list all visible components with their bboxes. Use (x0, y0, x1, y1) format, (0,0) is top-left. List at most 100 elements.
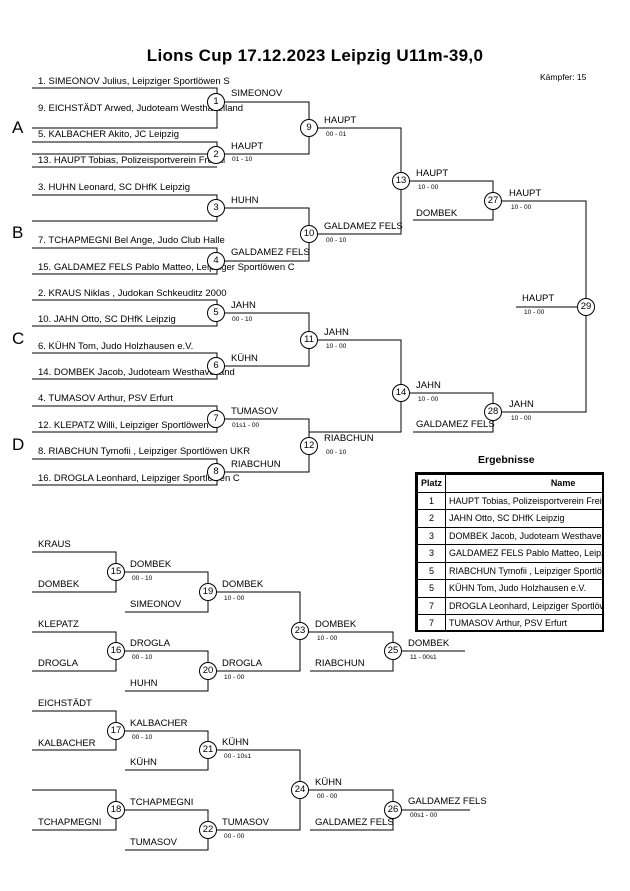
score-m19: 10 - 00 (224, 595, 245, 602)
entry: 1. SIMEONOV Julius, Leipziger Sportlöwen… (38, 76, 230, 87)
winner-m3: HUHN (231, 195, 259, 206)
match-number: 13 (392, 172, 410, 190)
winner-m29: HAUPT (522, 293, 555, 304)
name-cell: JAHN Otto, SC DHfK Leipzig (445, 509, 602, 528)
winner-m7: TUMASOV (231, 406, 278, 417)
match-number: 22 (199, 821, 217, 839)
entry: 16. DROGLA Leonhard, Leipziger Sportlöwe… (38, 473, 240, 484)
rep-entry: KRAUS (38, 539, 71, 550)
winner-m19: DOMBEK (222, 579, 264, 590)
name-cell: DOMBEK Jacob, Judoteam Westhavelland (445, 526, 602, 545)
column-header: Platz (417, 474, 447, 493)
score-m11: 10 - 00 (326, 343, 347, 350)
match-number: 7 (207, 410, 225, 428)
match-number: 25 (384, 642, 402, 660)
name-cell: RIABCHUN Tymofii , Leipziger Sportlöwen … (445, 561, 602, 580)
match-number: 16 (107, 642, 125, 660)
rep-entry: TUMASOV (130, 837, 177, 848)
entry: 2. KRAUS Niklas , Judokan Schkeuditz 200… (38, 288, 227, 299)
pool-label-d: D (12, 435, 25, 454)
column-header: Name (445, 474, 602, 493)
rep-entry: TCHAPMEGNI (38, 817, 102, 828)
score-m15: 00 - 10 (132, 575, 153, 582)
results-title: Ergebnisse (478, 454, 535, 466)
winner-m4: GALDAMEZ FELS (231, 247, 310, 258)
match-number: 27 (484, 192, 502, 210)
rep-entry: KALBACHER (38, 738, 96, 749)
winner-m6: KÜHN (231, 353, 258, 364)
winner-m5: JAHN (231, 300, 256, 311)
winner-m18: TCHAPMEGNI (130, 797, 194, 808)
rep-entry: SIMEONOV (130, 599, 182, 610)
entry: 5. KALBACHER Akito, JC Leipzig (38, 129, 179, 140)
entry: 12. KLEPATZ Willi, Leipziger Sportlöwen … (38, 420, 218, 431)
match-number: 26 (384, 801, 402, 819)
match-number: 1 (207, 93, 225, 111)
name-cell: KÜHN Tom, Judo Holzhausen e.V. (445, 579, 602, 598)
rep-entry: DROGLA (38, 658, 79, 669)
winner-m25: DOMBEK (408, 638, 450, 649)
place-cell: 1 (417, 491, 447, 510)
winner-m11: JAHN (324, 327, 349, 338)
score-m20: 10 - 00 (224, 674, 245, 681)
entry: 9. EICHSTÄDT Arwed, Judoteam Westhavella… (38, 103, 244, 114)
loser-m14: GALDAMEZ FELS (416, 419, 495, 430)
pool-label-a: A (12, 118, 24, 137)
winner-m1: SIMEONOV (231, 88, 283, 99)
match-number: 3 (207, 199, 225, 217)
rep-entry: EICHSTÄDT (38, 698, 92, 709)
score-m16: 00 - 10 (132, 654, 153, 661)
entry: 6. KÜHN Tom, Judo Holzhausen e.V. (38, 341, 194, 352)
score-m5: 00 - 10 (232, 316, 253, 323)
entry: 7. TCHAPMEGNI Bel Ange, Judo Club Halle (38, 235, 225, 246)
rep-entry: RIABCHUN (315, 658, 365, 669)
match-number: 20 (199, 662, 217, 680)
winner-m9: HAUPT (324, 115, 357, 126)
score-m17: 00 - 10 (132, 734, 153, 741)
place-cell: 3 (417, 526, 447, 545)
match-number: 5 (207, 304, 225, 322)
table-header-row: Platz Name (417, 474, 602, 493)
winner-m24: KÜHN (315, 777, 342, 788)
score-m9: 00 - 01 (326, 131, 347, 138)
place-cell: 5 (417, 579, 447, 598)
score-m21: 00 - 10s1 (224, 753, 252, 760)
match-number: 12 (300, 437, 318, 455)
winner-m13: HAUPT (416, 168, 449, 179)
rep-entry: HUHN (130, 678, 158, 689)
score-m24: 00 - 00 (317, 793, 338, 800)
place-cell: 7 (417, 596, 447, 615)
entry: 10. JAHN Otto, SC DHfK Leipzig (38, 314, 176, 325)
score-m28: 10 - 00 (511, 415, 532, 422)
rep-entry: GALDAMEZ FELS (315, 817, 394, 828)
winner-m26: GALDAMEZ FELS (408, 796, 487, 807)
winner-m28: JAHN (509, 399, 534, 410)
score-m12: 00 - 10 (326, 449, 347, 456)
match-number: 21 (199, 741, 217, 759)
match-number: 9 (300, 119, 318, 137)
winner-m22: TUMASOV (222, 817, 269, 828)
winner-m16: DROGLA (130, 638, 171, 649)
score-m29: 10 - 00 (524, 309, 545, 316)
winner-m14: JAHN (416, 380, 441, 391)
match-number: 6 (207, 357, 225, 375)
pool-label-b: B (12, 223, 24, 242)
match-number: 15 (107, 563, 125, 581)
match-number: 11 (300, 331, 318, 349)
match-number: 10 (300, 225, 318, 243)
fighter-count: Kämpfer: 15 (540, 72, 587, 82)
winner-m27: HAUPT (509, 188, 542, 199)
score-m26: 00s1 - 00 (410, 812, 438, 819)
match-number: 28 (484, 403, 502, 421)
name-cell: DROGLA Leonhard, Leipziger Sportlöwen C (445, 596, 602, 615)
entry: 4. TUMASOV Arthur, PSV Erfurt (38, 393, 173, 404)
loser-m13: DOMBEK (416, 208, 458, 219)
match-number: 8 (207, 463, 225, 481)
